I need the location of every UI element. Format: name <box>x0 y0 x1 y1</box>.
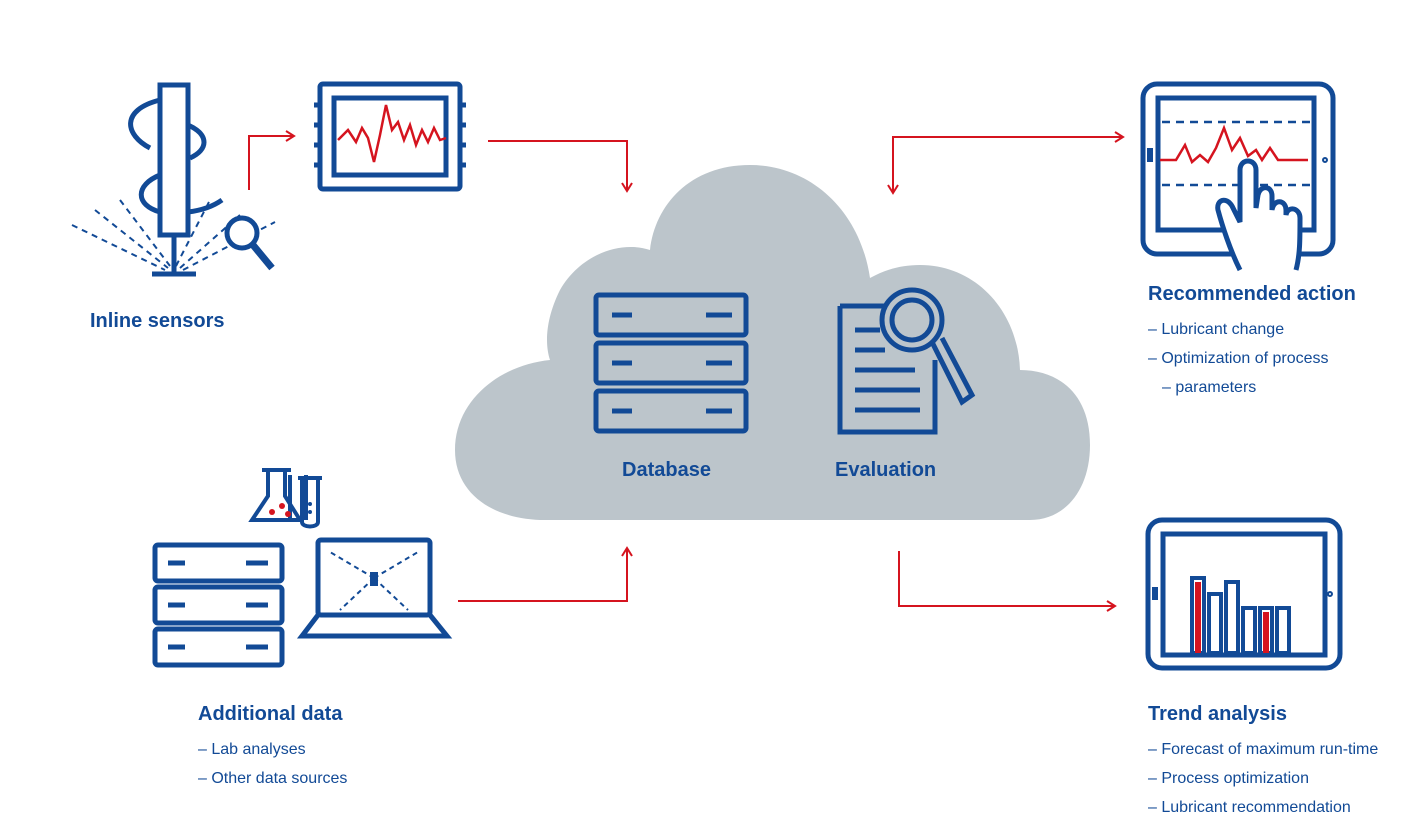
cloud-shape <box>455 165 1090 520</box>
arrow-additional-to-cloud <box>458 549 628 602</box>
flask-icon <box>248 468 322 529</box>
list-item: parameters <box>1148 373 1329 402</box>
tablet-chart-icon <box>1145 517 1343 671</box>
evaluation-icon <box>837 287 976 435</box>
arrow-cloud-to-trend <box>898 551 1114 607</box>
recommended-action-list: Lubricant change Optimization of process… <box>1148 315 1329 402</box>
arrow-cloud-to-recommended <box>892 136 1122 192</box>
connector-arrows <box>248 130 1125 612</box>
arrowhead-5 <box>1106 600 1117 612</box>
list-item: Optimization of process <box>1148 344 1328 373</box>
arrowhead-1 <box>285 130 296 142</box>
tablet-touch-icon <box>1140 81 1336 272</box>
inline-sensor-icon <box>71 82 276 277</box>
database-label: Database <box>622 459 711 481</box>
arrowhead-4 <box>621 546 633 557</box>
list-item: Lubricant recommendation <box>1148 793 1413 822</box>
list-item: Other data sources <box>198 764 347 793</box>
list-item: Lubricant change <box>1148 315 1329 344</box>
arrowhead-3b <box>887 184 899 195</box>
evaluation-label: Evaluation <box>835 459 937 481</box>
trend-analysis-list: Forecast of maximum run-time Process opt… <box>1148 735 1413 822</box>
monitor-icon <box>314 81 466 192</box>
additional-data-title: Additional data <box>198 703 343 725</box>
arrowhead-3 <box>1114 131 1125 143</box>
laptop-icon <box>296 537 453 639</box>
arrow-sensor-to-monitor <box>248 135 293 190</box>
recommended-action-title: Recommended action <box>1148 283 1356 305</box>
trend-analysis-title: Trend analysis <box>1148 703 1287 725</box>
arrowhead-2 <box>621 182 633 193</box>
inline-sensors-title: Inline sensors <box>90 310 225 332</box>
server-stack-icon <box>152 542 285 668</box>
list-item: Forecast of maximum run-time <box>1148 735 1413 764</box>
database-icon <box>593 292 749 434</box>
list-item: Process optimization <box>1148 764 1413 793</box>
arrow-monitor-to-cloud <box>488 140 628 190</box>
additional-data-list: Lab analyses Other data sources <box>198 735 347 793</box>
list-item: Lab analyses <box>198 735 347 764</box>
